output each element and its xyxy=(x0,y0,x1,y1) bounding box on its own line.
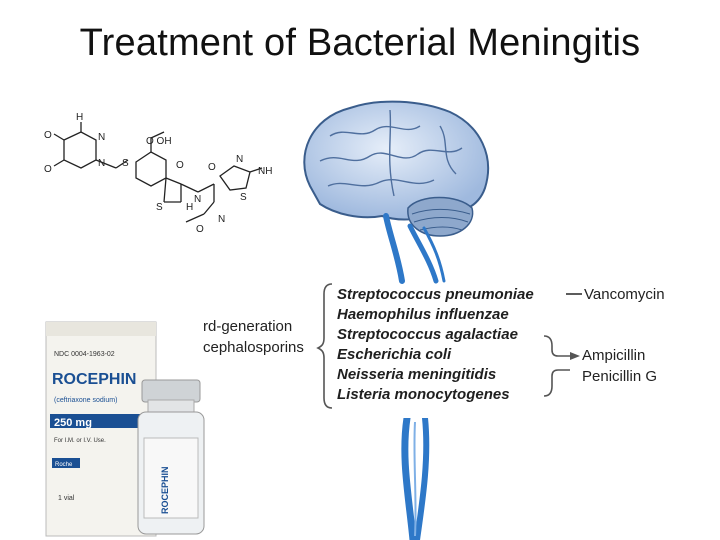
mol-cooh: O OH xyxy=(146,136,172,147)
spinal-cord-icon xyxy=(401,418,430,540)
mol-n2: N xyxy=(98,132,105,143)
vancomycin-label: Vancomycin xyxy=(584,286,665,303)
mol-nh2: NH xyxy=(258,166,272,177)
ampicillin-label: Ampicillin xyxy=(582,347,646,364)
slide-title: Treatment of Bacterial Meningitis xyxy=(79,22,641,64)
vial-generic: (ceftriaxone sodium) xyxy=(54,397,117,404)
mol-n5: N xyxy=(236,154,243,165)
third-gen-label-line2: cephalosporins xyxy=(203,339,304,356)
mol-o2: O xyxy=(44,164,52,175)
mol-o5: O xyxy=(208,162,216,173)
organism-strep-pneumoniae: Streptococcus pneumoniae xyxy=(337,286,534,303)
vial-count: 1 vial xyxy=(58,495,75,502)
mol-h1: H xyxy=(76,112,83,123)
mol-n3: N xyxy=(98,158,105,169)
mol-n4: N xyxy=(194,194,201,205)
organism-n-meningitidis: Neisseria meningitidis xyxy=(337,366,497,383)
ceftriaxone-structure-icon: O H N O N S O OH S H O N O N NH S N O xyxy=(44,112,272,235)
mol-o1: O xyxy=(44,130,52,141)
organism-e-coli: Escherichia coli xyxy=(337,346,452,363)
brain-icon xyxy=(303,100,490,284)
penicillin-label: Penicillin G xyxy=(582,368,658,385)
mol-o3: O xyxy=(176,160,184,171)
vial-note: For I.M. or I.V. Use. xyxy=(54,438,106,444)
mol-s2: S xyxy=(156,202,163,213)
vial-dose: 250 mg xyxy=(54,417,92,429)
mol-s1: S xyxy=(122,158,129,169)
mol-h2: H xyxy=(186,202,193,213)
vial-brand: ROCEPHIN xyxy=(52,371,136,388)
mol-o4: O xyxy=(196,224,204,235)
treatment-brackets xyxy=(316,283,582,409)
vial-ndc: NDC 0004-1963-02 xyxy=(54,351,115,358)
mol-n1: N xyxy=(218,214,225,225)
svg-text:ROCEPHIN: ROCEPHIN xyxy=(160,466,170,514)
vial-roche: Roche xyxy=(55,462,73,468)
mol-s3: S xyxy=(240,192,247,203)
organism-listeria: Listeria monocytogenes xyxy=(337,386,510,403)
third-gen-label-line1: rd-generation xyxy=(203,318,293,335)
organism-h-influenzae: Haemophilus influenzae xyxy=(337,306,509,323)
rocephin-vial-icon: NDC 0004-1963-02 ROCEPHIN (ceftriaxone s… xyxy=(45,321,205,537)
organism-strep-agalactiae: Streptococcus agalactiae xyxy=(337,326,518,343)
